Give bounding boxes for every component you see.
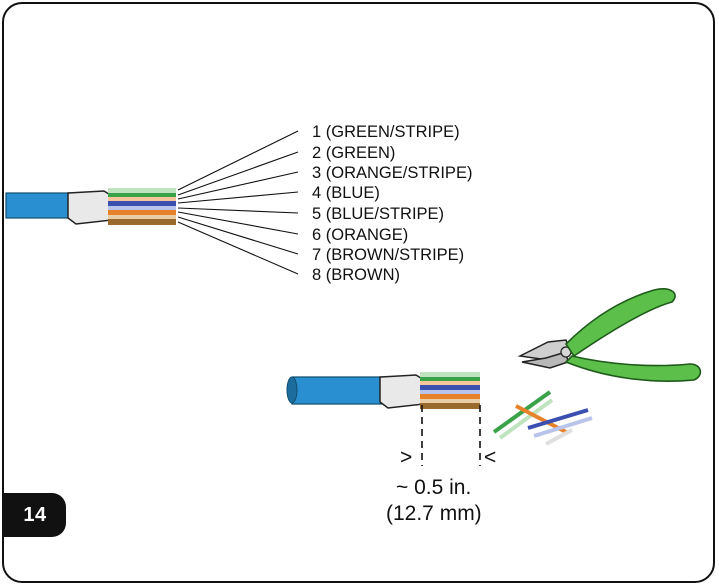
wire-label-6: 6 (ORANGE) — [312, 226, 408, 244]
wire-labels: 1 (GREEN/STRIPE) 2 (GREEN) 3 (ORANGE/STR… — [312, 123, 472, 284]
wire-bundle-lower — [420, 372, 480, 409]
cable-jacket-lower — [288, 376, 385, 405]
leader-lines — [177, 130, 299, 275]
foil-shield-lower — [379, 374, 425, 409]
measure-marker-right: < — [484, 446, 496, 469]
step-number-badge: 14 — [4, 493, 66, 537]
cable-jacket — [5, 192, 79, 219]
wire-label-4: 4 (BLUE) — [312, 184, 380, 202]
measure-imperial: ~ 0.5 in. — [396, 476, 471, 499]
foil-shield — [67, 190, 113, 225]
cut-wire-pieces — [492, 390, 593, 446]
top-cable: 1 (GREEN/STRIPE) 2 (GREEN) 3 (ORANGE/STR… — [5, 123, 472, 284]
wire-cutter-pliers-icon — [517, 288, 702, 382]
bottom-cable: > < ~ 0.5 in. (12.7 mm) — [286, 372, 496, 525]
wire-label-8: 8 (BROWN) — [312, 266, 400, 284]
measure-marker-left: > — [400, 446, 412, 469]
wire-label-2: 2 (GREEN) — [312, 144, 395, 162]
wire-label-5: 5 (BLUE/STRIPE) — [312, 205, 444, 223]
measure-metric: (12.7 mm) — [386, 502, 482, 525]
wire-label-1: 1 (GREEN/STRIPE) — [312, 123, 460, 141]
wire-label-7: 7 (BROWN/STRIPE) — [312, 246, 464, 264]
wire-label-3: 3 (ORANGE/STRIPE) — [312, 164, 472, 182]
wire-bundle — [108, 188, 176, 225]
